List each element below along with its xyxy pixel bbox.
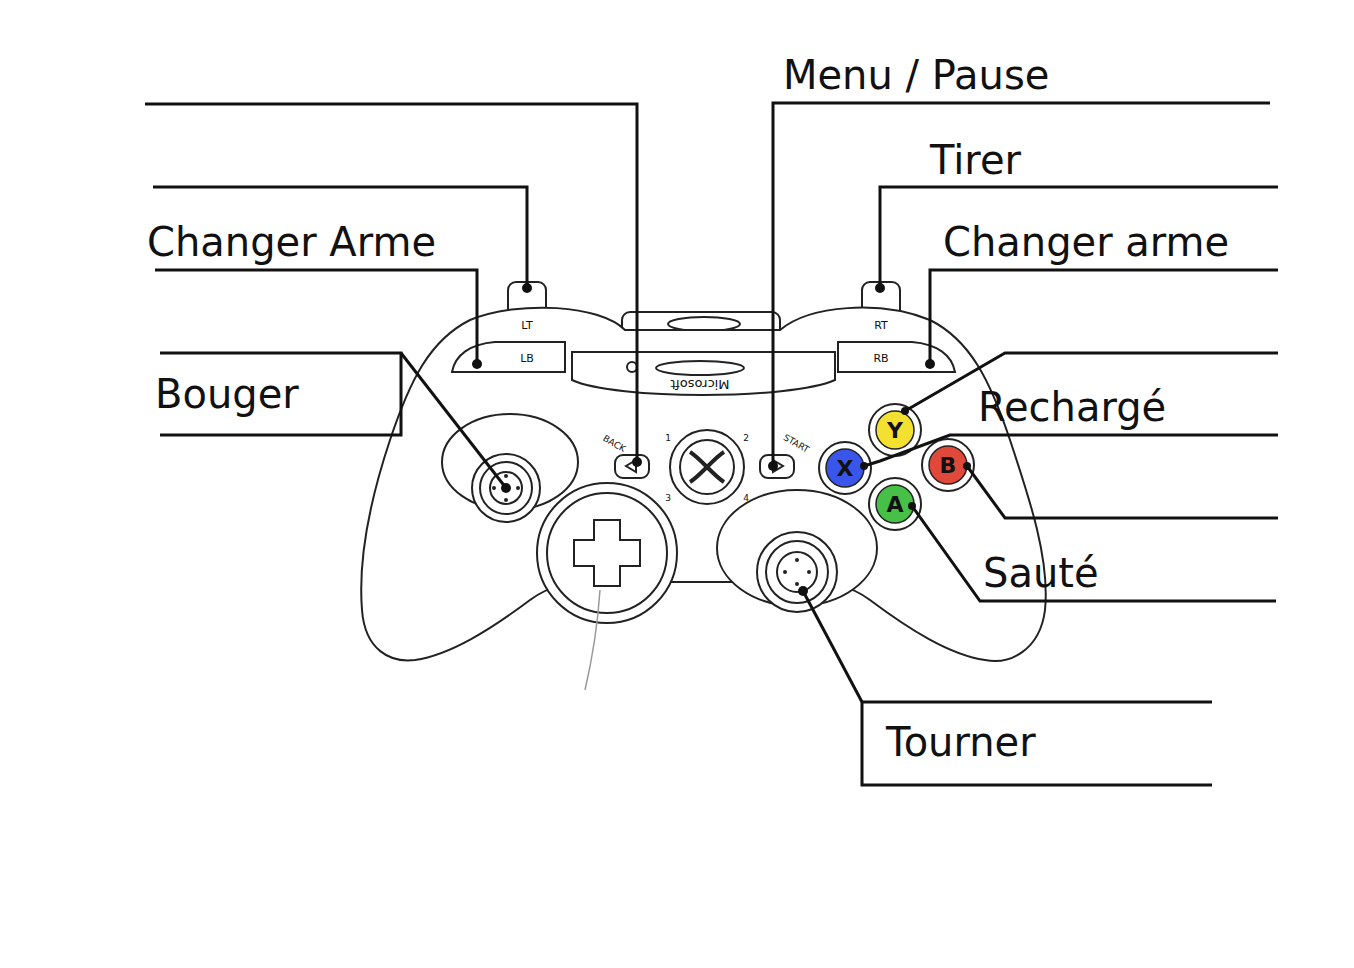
guide-logo [690,452,724,482]
b-ring [922,439,974,491]
leader-dots-part [798,586,808,596]
leader-line [773,103,1270,466]
brand-logo: Microsoft [670,378,729,391]
leader-dots [472,283,971,596]
left-stick-center [490,472,522,504]
right-stick-cap [766,541,828,603]
right-stick-well [717,490,877,606]
button-marking: LT [521,320,532,331]
guide-ring [670,430,744,504]
stick-dots-part [504,498,508,502]
y-button [876,411,914,449]
button-letter: A [886,494,903,516]
leader-dots-part [908,502,916,510]
controller-body [361,282,1046,661]
left-bumper [452,342,565,372]
a-button [876,485,914,523]
button-marking: LB [520,353,534,364]
action-label: Menu / Pause [783,55,1049,95]
controller-shell [361,308,1046,661]
player-number: 1 [665,434,671,443]
a-ring [869,478,921,530]
leader-lines [145,103,1278,785]
stick-dots-part [795,582,799,586]
leader-dots-part [875,283,885,293]
stick-dots-part [795,558,799,562]
button-marking: RB [873,353,888,364]
right-stick [757,532,837,612]
stick-dots-part [807,570,811,574]
stick-dots [492,474,811,586]
ring-of-light-slot [656,361,744,375]
leader-dots-part [963,462,971,470]
leader-line [912,506,1276,601]
face-buttons [826,411,967,523]
action-label: Changer Arme [147,222,436,262]
left-stick [472,454,540,522]
leader-line [930,270,1278,364]
action-label: Tourner [886,722,1036,762]
leader-dots-part [901,407,909,415]
leader-dots-part [522,283,532,293]
button-letter: B [940,455,957,477]
leader-line [803,591,862,702]
player-number: 3 [665,494,671,503]
dpad-ring [547,493,667,613]
cable [585,590,600,690]
leader-line [401,353,506,488]
stick-dots-part [504,474,508,478]
leader-dots-part [768,461,778,471]
leader-dots-part [860,462,868,470]
connector-slot [668,317,740,331]
guide-button [680,440,734,494]
action-label: Rechargé [978,387,1166,427]
action-label: Bouger [155,374,299,414]
action-label: Tirer [930,140,1021,180]
leader-bracket [862,702,1212,785]
left-stick-cap [480,462,532,514]
x-ring [819,442,871,494]
leader-line [880,187,1278,288]
leader-dots-part [632,457,642,467]
button-letter: Y [887,420,903,442]
leader-dots-part [925,359,935,369]
right-bumper [838,342,955,372]
dpad-well [537,483,677,623]
leader-line [155,270,477,364]
back-button [615,455,649,478]
stick-dots-part [783,570,787,574]
leader-line [145,104,637,462]
leader-line [967,466,1278,518]
action-label: Sauté [983,553,1099,593]
player-number: 2 [743,434,749,443]
leader-line [864,435,1278,466]
stick-dots-part [516,486,520,490]
leader-dots-part [501,483,511,493]
stick-dots-part [492,486,496,490]
leader-dots-part [472,359,482,369]
guide-band [572,352,835,395]
b-button [929,446,967,484]
dpad-cross [574,520,640,586]
player-number: 4 [743,494,749,503]
x-button [826,449,864,487]
button-marking: RT [874,320,888,331]
right-stick-center [777,552,817,592]
action-label: Changer arme [943,222,1229,262]
button-letter: X [837,458,854,480]
start-button [760,455,794,478]
